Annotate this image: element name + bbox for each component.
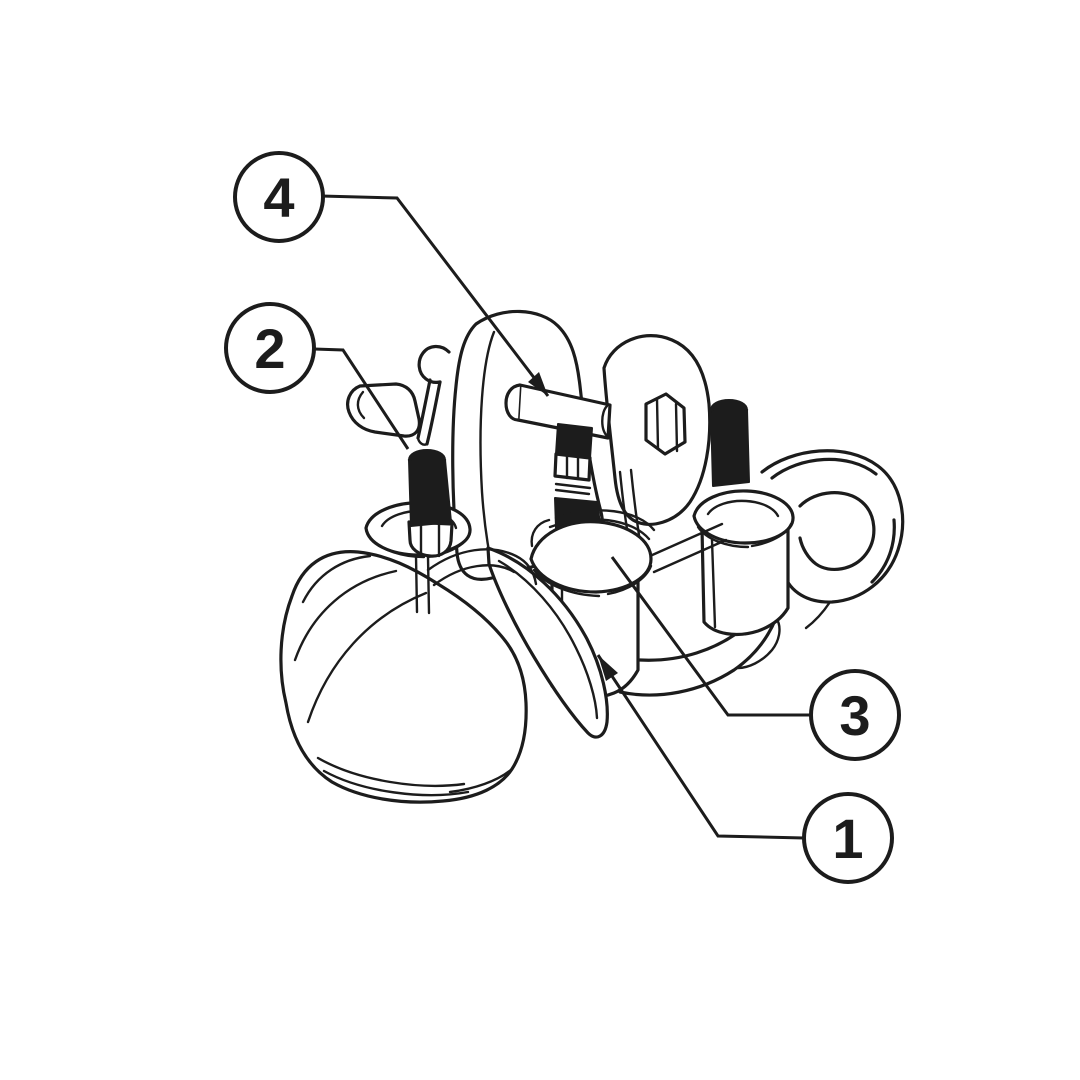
keeper-strap-line xyxy=(648,522,724,558)
callout-leaders xyxy=(313,194,812,840)
leader-arrowhead-4 xyxy=(528,372,548,396)
center-keeper-lip xyxy=(554,509,656,532)
seat-wave-line xyxy=(432,564,516,587)
right-washer-rim xyxy=(696,525,750,549)
center-washer-rim xyxy=(606,564,653,596)
callout-balloon-3: 3 xyxy=(809,669,901,761)
left-washer-rim xyxy=(370,538,426,559)
leader-line-4 xyxy=(320,194,550,397)
hook-tail xyxy=(804,600,832,630)
right-tower-wall-line xyxy=(710,538,717,629)
clevis-pin-far-end xyxy=(601,404,610,439)
body-bottom-lip xyxy=(322,769,470,797)
clamp-body xyxy=(279,546,609,804)
hook-inner xyxy=(798,491,876,572)
seat-wave-line xyxy=(426,548,538,586)
center-bolt-band xyxy=(553,452,592,482)
clevis-pin-end-cap xyxy=(504,383,521,422)
body-bottom-lip xyxy=(316,756,466,787)
callout-number-4: 4 xyxy=(263,165,295,229)
leader-line-2 xyxy=(313,347,410,450)
body-jaw-lip xyxy=(486,546,609,739)
body-shell-outline xyxy=(279,550,528,804)
wedge-bottom-edge xyxy=(618,616,778,697)
cotter-pin-prong xyxy=(425,380,442,446)
callout-number-2: 2 xyxy=(254,316,286,380)
body-ridge-line xyxy=(293,569,398,662)
hex-bolt-facet xyxy=(674,402,679,453)
callout-balloon-4: 4 xyxy=(233,151,325,243)
left-bolt-shaft-line xyxy=(414,554,419,614)
hook-outer xyxy=(760,449,905,604)
center-washer-rim xyxy=(532,568,601,598)
center-boss-horn xyxy=(530,518,551,548)
left-hex-nut xyxy=(407,520,454,558)
center-clamp-tower xyxy=(529,509,728,700)
wedge-end xyxy=(736,616,781,670)
body-jaw-inner-line xyxy=(497,559,599,720)
hook-rim xyxy=(870,518,896,584)
left-bolt-shaft-line xyxy=(426,555,431,615)
body-corner-line xyxy=(448,767,514,794)
right-clamp-tower xyxy=(692,399,795,636)
callout-balloon-2: 2 xyxy=(224,302,316,394)
left-clamp-boss xyxy=(364,449,472,615)
left-u-bolt-cap xyxy=(407,458,447,466)
keeper-strap-line xyxy=(652,538,728,574)
leader-line-3 xyxy=(610,556,812,717)
body-ridge-line xyxy=(306,591,428,724)
center-bolt-thread xyxy=(554,488,591,496)
cotter-pin-foot xyxy=(416,436,429,446)
center-bolt-upper-black xyxy=(555,423,593,459)
hex-bolt-facet xyxy=(655,397,660,451)
hex-bolt-head xyxy=(644,392,687,456)
right-washer-inner xyxy=(706,499,780,518)
ear-lug-inner xyxy=(356,390,366,420)
leader-arrowhead-1 xyxy=(598,655,618,681)
callout-number-3: 3 xyxy=(839,683,871,747)
right-washer-boss xyxy=(692,489,795,545)
cotter-pin-ring xyxy=(417,344,451,384)
right-u-bolt-cap xyxy=(709,408,749,416)
leader-line-1 xyxy=(596,654,805,840)
center-keeper-lip xyxy=(548,518,651,541)
center-bolt-thread xyxy=(554,482,592,490)
hook-rim xyxy=(770,457,878,480)
body-ridge-line xyxy=(301,554,372,604)
callout-number-1: 1 xyxy=(832,806,864,870)
callout-balloon-1: 1 xyxy=(802,792,894,884)
right-washer-rim xyxy=(750,522,793,548)
cotter-pin-prong xyxy=(416,378,432,440)
center-washer-boss xyxy=(529,520,653,594)
